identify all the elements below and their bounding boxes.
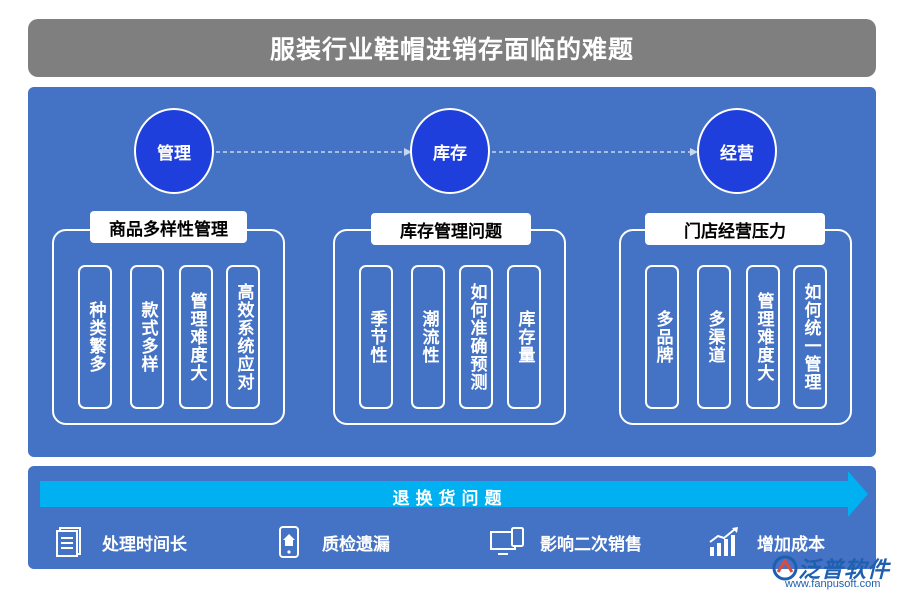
- devices-icon: [490, 525, 524, 559]
- document-icon: [52, 525, 86, 559]
- brand-logo: 泛普软件: [772, 552, 890, 584]
- group2-item: 如何准确预测: [459, 265, 493, 409]
- group1-item: 管理难度大: [179, 265, 213, 409]
- effect-label: 增加成本: [757, 534, 825, 555]
- group3-item: 如何统一管理: [793, 265, 827, 409]
- phone-home-icon: [272, 525, 306, 559]
- effect-label: 处理时间长: [102, 534, 187, 555]
- group-label-store-pressure: 门店经营压力: [645, 213, 825, 245]
- stage-circle-management: 管理: [134, 108, 214, 194]
- effect-secondary-sales: 影响二次销售: [490, 527, 642, 557]
- connector-arrowhead: [690, 148, 698, 156]
- group1-item: 高效系统应对: [226, 265, 260, 409]
- group1-item: 款式多样: [130, 265, 164, 409]
- effect-label: 影响二次销售: [540, 534, 642, 555]
- effect-label: 质检遗漏: [322, 534, 390, 555]
- stage-circle-inventory: 库存: [410, 108, 490, 194]
- brand-logo-icon: [772, 555, 798, 581]
- brand-url: www.fanpusoft.com: [785, 578, 881, 590]
- group2-item: 库存量: [507, 265, 541, 409]
- brand-logo-text: 泛普软件: [798, 558, 891, 583]
- group2-item: 季节性: [359, 265, 393, 409]
- rising-chart-icon: [707, 525, 741, 559]
- group3-item: 管理难度大: [746, 265, 780, 409]
- connector-arrowhead: [404, 148, 412, 156]
- diagram-title: 服装行业鞋帽进销存面临的难题: [28, 19, 876, 77]
- group-label-product-diversity: 商品多样性管理: [90, 211, 247, 243]
- group2-item: 潮流性: [411, 265, 445, 409]
- effect-increased-cost: 增加成本: [707, 527, 825, 557]
- effect-processing-time: 处理时间长: [52, 527, 187, 557]
- group3-item: 多渠道: [697, 265, 731, 409]
- group1-item: 种类繁多: [78, 265, 112, 409]
- return-issue-label: 退换货问题: [392, 489, 508, 509]
- group3-item: 多品牌: [645, 265, 679, 409]
- stage-circle-operation: 经营: [697, 108, 777, 194]
- group-label-inventory-issues: 库存管理问题: [371, 213, 531, 245]
- effect-inspection-miss: 质检遗漏: [272, 525, 390, 559]
